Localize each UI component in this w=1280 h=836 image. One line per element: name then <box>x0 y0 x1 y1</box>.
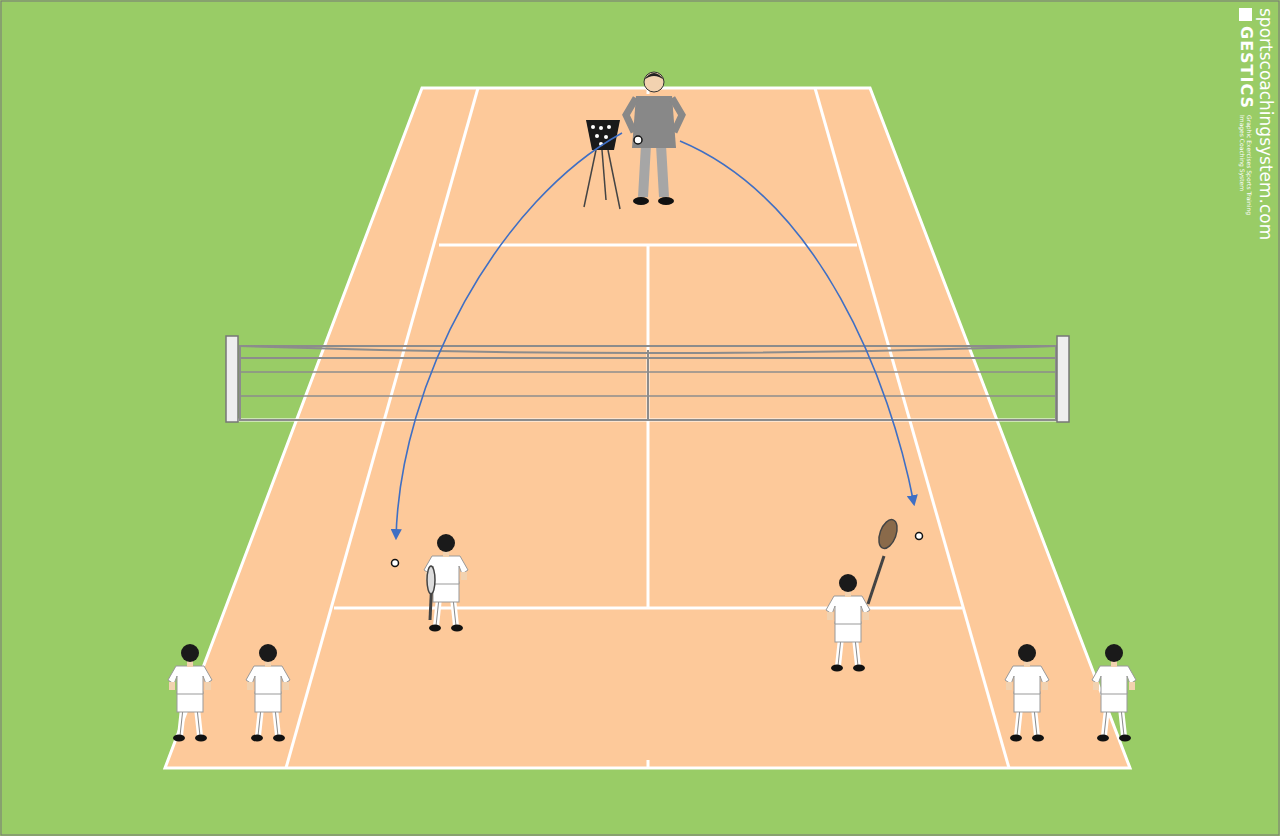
brand-name: GESTICS <box>1236 26 1256 109</box>
watermark: sportscoachingsystem.com GESTICS Graphic … <box>1236 8 1276 240</box>
tagline: Images Coaching System <box>1239 115 1246 215</box>
logo-mark <box>1240 8 1253 21</box>
tagline: Graphic Exercises Sports Training <box>1246 115 1253 215</box>
watermark-row: GESTICS Graphic Exercises Sports Training… <box>1236 8 1256 240</box>
watermark-tagline: Graphic Exercises Sports TrainingImages … <box>1239 115 1253 215</box>
website-url: sportscoachingsystem.com <box>1256 8 1276 240</box>
watermark-row: sportscoachingsystem.com <box>1256 8 1276 240</box>
